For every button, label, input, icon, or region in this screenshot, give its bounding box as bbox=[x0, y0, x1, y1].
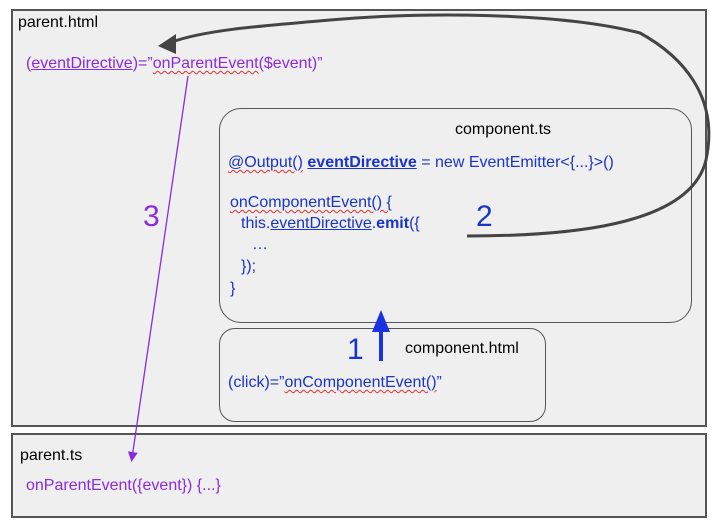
component-ts-title: component.ts bbox=[455, 121, 552, 138]
click-binding: (click)=”onComponentEvent()” bbox=[228, 374, 442, 392]
method-close: } bbox=[230, 280, 236, 297]
method-signature: onComponentEvent() { bbox=[230, 194, 392, 211]
emit-directive: eventDirective bbox=[270, 215, 372, 232]
component-ts-panel bbox=[219, 108, 692, 323]
binding-handler: onParentEvent bbox=[152, 55, 259, 72]
emit-this: this. bbox=[241, 215, 271, 232]
binding-args: ($event)” bbox=[258, 55, 323, 72]
output-rest: = new EventEmitter<{...}>() bbox=[416, 154, 614, 171]
emit-close: }); bbox=[241, 258, 257, 275]
emit-open: ({ bbox=[409, 215, 420, 232]
step-2-label: 2 bbox=[476, 200, 493, 233]
step-1-label: 1 bbox=[347, 333, 364, 366]
emit-fn: emit bbox=[376, 215, 410, 232]
click-suffix: ” bbox=[436, 374, 442, 391]
binding-open-paren: ( bbox=[26, 55, 32, 72]
emit-line: this.eventDirective.emit({ bbox=[241, 215, 420, 233]
emit-body: … bbox=[252, 236, 268, 253]
output-decorator: @Output() bbox=[228, 154, 303, 171]
output-declaration: @Output() eventDirective = new EventEmit… bbox=[228, 154, 614, 172]
click-prefix: (click)=” bbox=[228, 374, 285, 391]
step-3-label: 3 bbox=[143, 200, 160, 233]
emit-dot: . bbox=[371, 215, 377, 232]
step-3-arrow bbox=[127, 75, 189, 462]
binding-directive: eventDirective bbox=[31, 55, 133, 72]
binding-eq-quote: )=” bbox=[132, 55, 153, 72]
component-html-title: component.html bbox=[405, 340, 519, 357]
click-handler: onComponentEvent() bbox=[284, 374, 437, 391]
output-name: eventDirective bbox=[307, 154, 417, 171]
parent-ts-method: onParentEvent({event}) {...} bbox=[26, 477, 221, 494]
step-2-arrow bbox=[158, 13, 711, 238]
parent-html-binding: (eventDirective)=”onParentEvent($event)” bbox=[26, 55, 323, 73]
parent-ts-title: parent.ts bbox=[20, 447, 83, 464]
step-1-arrow bbox=[372, 310, 390, 361]
parent-html-title: parent.html bbox=[18, 14, 99, 31]
parent-ts-panel bbox=[11, 433, 707, 518]
